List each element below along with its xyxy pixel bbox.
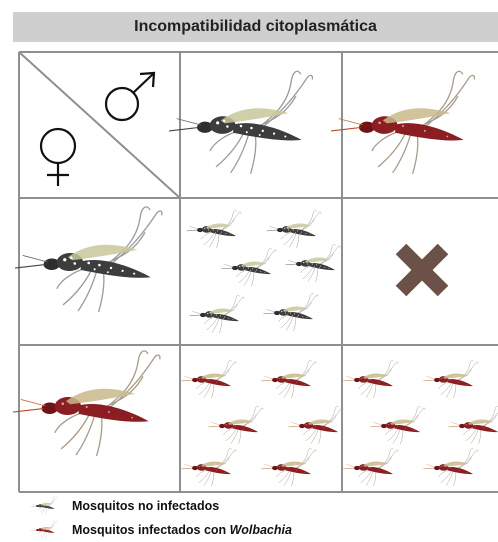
infected-mosquito-icon [22, 520, 66, 540]
female-uninfected-mosquito [13, 206, 165, 314]
offspring-infected-mosquito [371, 406, 425, 444]
offspring-uninfected-mosquito [187, 210, 241, 248]
female-symbol-icon [41, 129, 75, 186]
offspring-infected-mosquito [182, 360, 236, 398]
offspring-uninfected-mosquito [267, 210, 321, 248]
legend-infected-prefix: Mosquitos infectados con [72, 523, 230, 537]
legend-uninfected: Mosquitos no infectados [22, 496, 219, 516]
legend-infected: Mosquitos infectados con Wolbachia [22, 520, 292, 540]
offspring-infected-mosquitos-left [182, 360, 343, 486]
offspring-infected-mosquito [344, 360, 398, 398]
offspring-infected-mosquito [344, 448, 398, 486]
offspring-infected-mosquito [424, 360, 478, 398]
male-symbol-icon [106, 73, 154, 120]
legend-infected-italic: Wolbachia [230, 523, 292, 537]
legend-uninfected-label: Mosquitos no infectados [72, 499, 219, 513]
male-uninfected-mosquito [167, 71, 316, 177]
offspring-infected-mosquito [449, 406, 498, 444]
offspring-infected-mosquito [262, 360, 316, 398]
offspring-infected-mosquito [289, 406, 343, 444]
offspring-uninfected-mosquito [286, 244, 340, 282]
uninfected-mosquito-icon [22, 496, 66, 516]
offspring-uninfected-mosquito [264, 293, 318, 331]
offspring-infected-mosquito [262, 448, 316, 486]
offspring-infected-mosquito [209, 406, 263, 444]
legend-infected-label: Mosquitos infectados con Wolbachia [72, 523, 292, 537]
offspring-uninfected-mosquitos [187, 210, 340, 333]
offspring-uninfected-mosquito [190, 295, 244, 333]
female-infected-mosquito [11, 350, 163, 458]
corner-cell [19, 52, 180, 198]
offspring-infected-mosquito [182, 448, 236, 486]
offspring-infected-mosquitos-right [344, 360, 498, 486]
no-offspring-cross-icon [401, 249, 443, 291]
offspring-uninfected-mosquito [222, 248, 276, 286]
offspring-infected-mosquito [424, 448, 478, 486]
male-infected-mosquito [329, 71, 478, 177]
